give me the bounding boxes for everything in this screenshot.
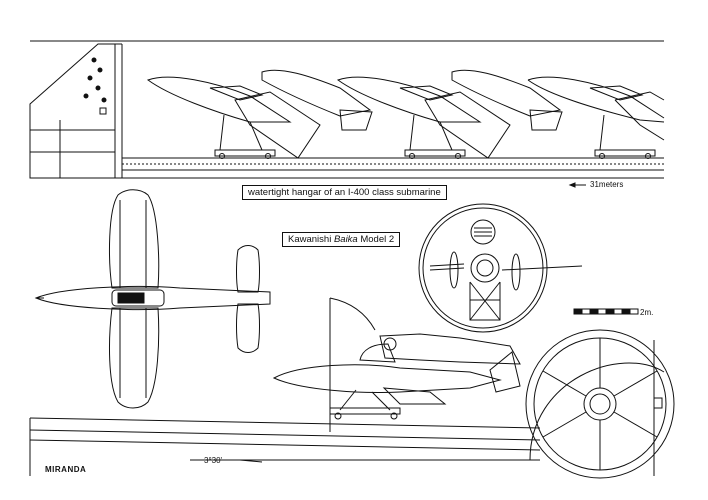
stowed-aircraft-2 — [336, 69, 563, 159]
hatch-wheel-view — [525, 329, 675, 479]
hangar-door-section — [29, 43, 123, 179]
artist-signature: MIRANDA — [45, 465, 87, 474]
model-name-italic: Baika — [333, 234, 358, 245]
launch-rail — [29, 417, 541, 476]
scale-bar-label: 2m. — [640, 308, 654, 317]
aircraft-top-view — [34, 189, 271, 409]
hangar-interior — [122, 157, 664, 171]
stowed-aircraft-1 — [146, 69, 373, 159]
stowed-aircraft-3 — [527, 76, 665, 159]
length-dimension-arrow — [568, 182, 586, 188]
frame-lines — [30, 40, 664, 179]
model-suffix: Model 2 — [357, 234, 395, 245]
model-caption: Kawanishi Baika Model 2 — [282, 232, 401, 247]
aircraft-side-view — [272, 297, 521, 432]
scale-bar — [573, 308, 639, 315]
launch-angle-label: 3°30' — [204, 456, 223, 465]
aircraft-front-view — [418, 203, 583, 333]
model-prefix: Kawanishi — [288, 234, 334, 245]
hangar-length-label: 31meters — [590, 180, 624, 189]
hangar-caption: watertight hangar of an I-400 class subm… — [242, 185, 447, 200]
